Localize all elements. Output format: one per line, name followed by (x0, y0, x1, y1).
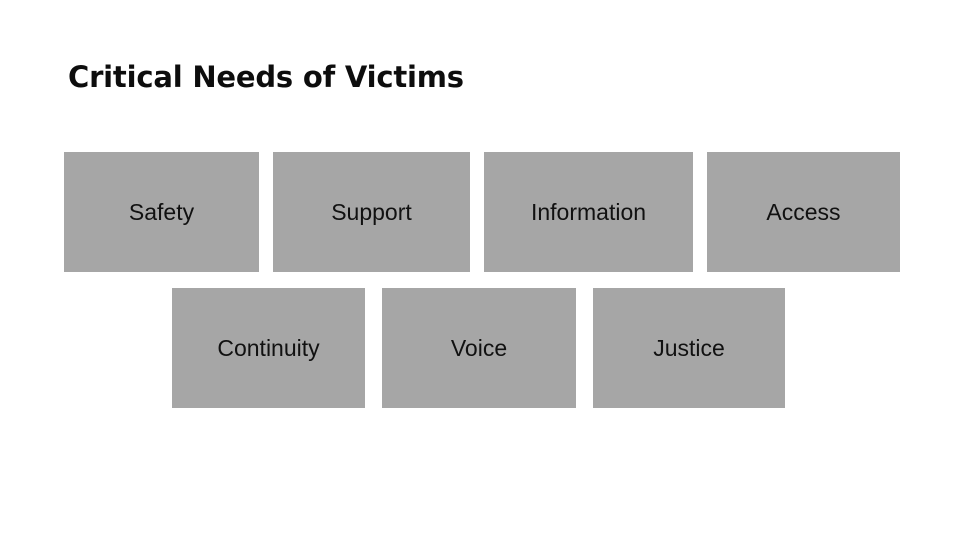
need-box-information[interactable]: Information (484, 152, 693, 272)
need-box-label: Safety (128, 198, 195, 225)
need-box-label: Voice (450, 334, 508, 361)
need-box-access[interactable]: Access (707, 152, 900, 272)
page-title: Critical Needs of Victims (68, 60, 464, 94)
need-box-label: Continuity (217, 334, 320, 361)
need-box-voice[interactable]: Voice (382, 288, 576, 408)
needs-row-primary: Safety Support Information Access (64, 152, 900, 272)
need-box-justice[interactable]: Justice (593, 288, 785, 408)
need-box-safety[interactable]: Safety (64, 152, 259, 272)
need-box-label: Access (766, 198, 841, 225)
needs-row-secondary: Continuity Voice Justice (172, 288, 785, 408)
need-box-label: Justice (653, 334, 725, 361)
need-box-continuity[interactable]: Continuity (172, 288, 365, 408)
need-box-label: Support (331, 198, 412, 225)
need-box-support[interactable]: Support (273, 152, 470, 272)
need-box-label: Information (530, 198, 647, 225)
